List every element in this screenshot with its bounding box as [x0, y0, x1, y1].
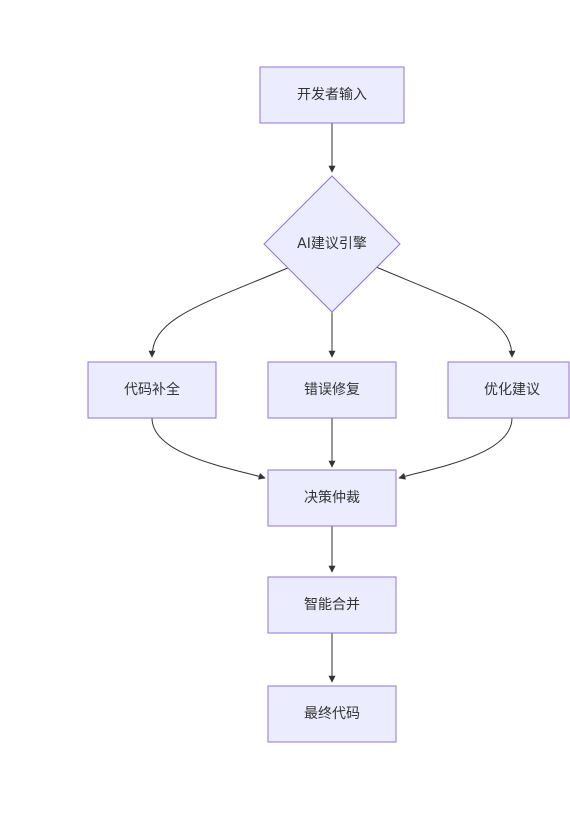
- node-developer-input-label: 开发者输入: [297, 87, 367, 103]
- edge-optimization-to-arbitration: [398, 417, 513, 480]
- node-optimization: 优化建议: [447, 361, 570, 419]
- edges: [148, 123, 516, 683]
- node-arbitration: 决策仲裁: [267, 469, 397, 527]
- edge-engine-to-code-completion: [148, 266, 291, 358]
- node-smart-merge: 智能合并: [267, 576, 397, 634]
- node-optimization-label: 优化建议: [484, 382, 540, 398]
- node-final-code-label: 最终代码: [304, 706, 360, 722]
- node-smart-merge-label: 智能合并: [304, 597, 360, 613]
- node-bug-fix: 错误修复: [267, 361, 397, 419]
- node-final-code: 最终代码: [267, 685, 397, 743]
- node-code-completion: 代码补全: [87, 361, 217, 419]
- node-bug-fix-label: 错误修复: [304, 381, 360, 398]
- edge-engine-to-optimization: [375, 266, 516, 358]
- node-ai-engine-label: AI建议引擎: [297, 236, 367, 252]
- node-developer-input: 开发者输入: [259, 66, 405, 124]
- node-arbitration-label: 决策仲裁: [304, 489, 360, 506]
- node-code-completion-label: 代码补全: [124, 381, 180, 398]
- node-ai-engine: AI建议引擎: [263, 175, 401, 313]
- edge-code-completion-to-arbitration: [151, 417, 266, 480]
